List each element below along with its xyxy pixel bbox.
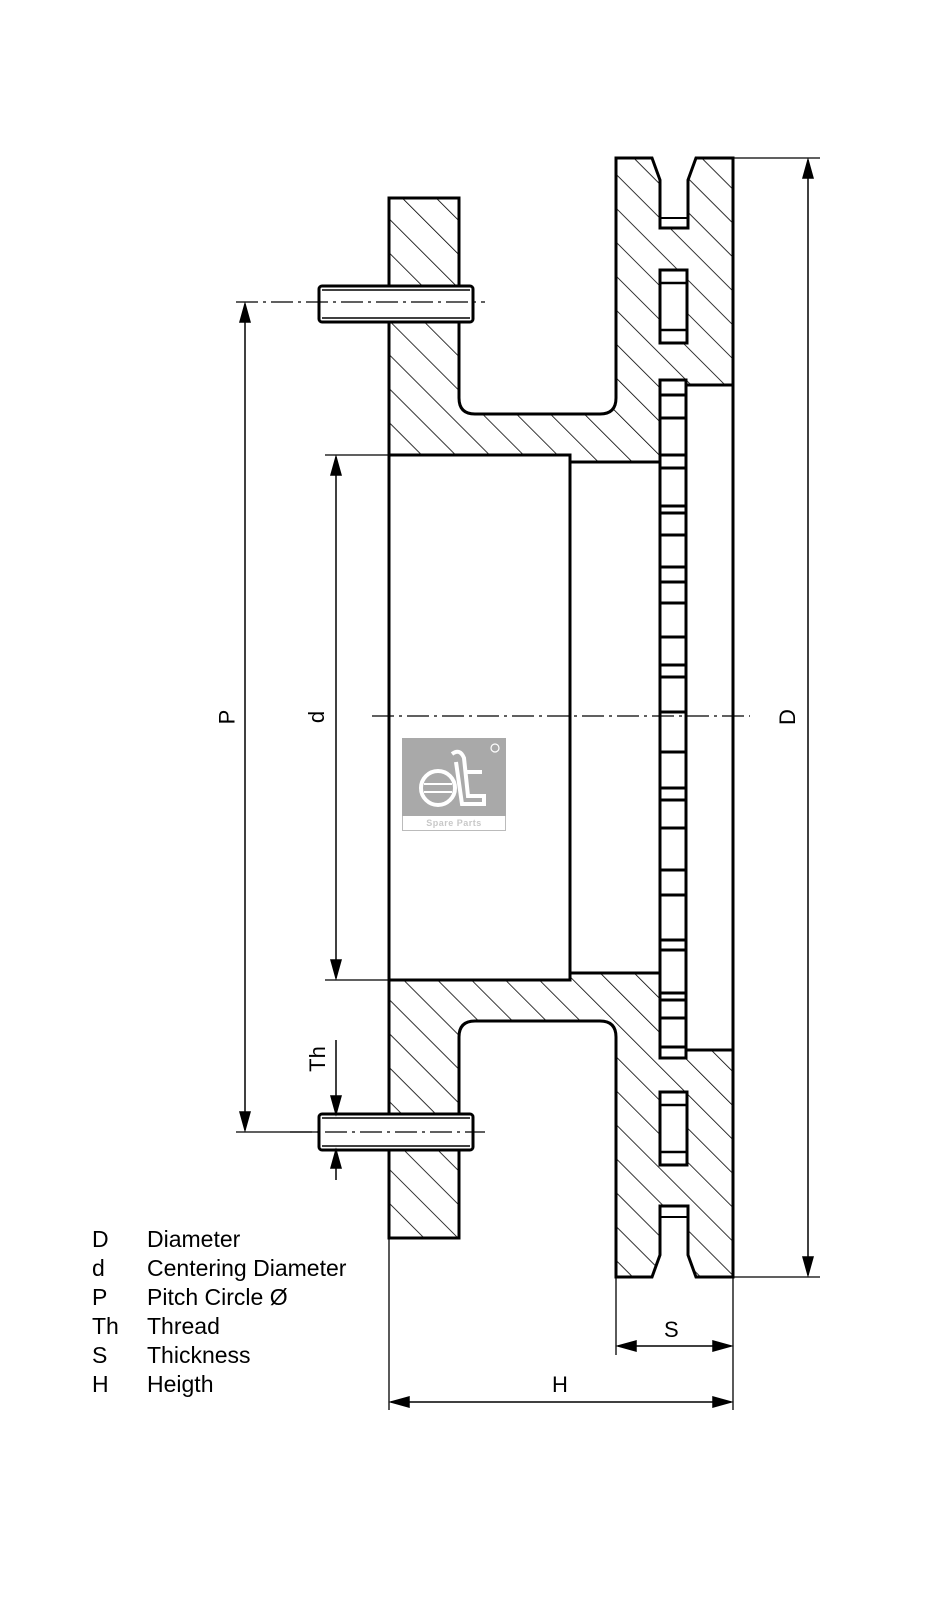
dim-label-S: S [664, 1317, 679, 1342]
legend-label: Thread [147, 1313, 220, 1339]
extension-lines [236, 157, 820, 1410]
legend: D Diameter d Centering Diameter P Pitch … [92, 1225, 346, 1399]
center-lines [236, 301, 750, 1133]
legend-key: D [92, 1226, 109, 1252]
dim-label-H: H [552, 1372, 568, 1397]
legend-key: d [92, 1255, 105, 1281]
legend-item: S Thickness [92, 1341, 346, 1370]
legend-item: H Heigth [92, 1370, 346, 1399]
dim-label-D: D [774, 709, 800, 725]
legend-item: Th Thread [92, 1312, 346, 1341]
legend-label: Centering Diameter [147, 1255, 347, 1281]
upper-section [387, 156, 735, 464]
legend-label: Diameter [147, 1226, 241, 1252]
legend-label: Thickness [147, 1342, 251, 1368]
dimension-lines [239, 157, 814, 1408]
legend-label: Pitch Circle Ø [147, 1284, 288, 1310]
upper-stud [317, 284, 475, 324]
dim-label-P: P [214, 709, 240, 725]
dim-label-d: d [304, 710, 330, 724]
dt-spare-parts-logo: Spare Parts [402, 738, 506, 831]
dim-label-Th: Th [304, 1046, 330, 1072]
legend-key: P [92, 1284, 108, 1310]
center-bore [387, 453, 572, 982]
legend-key: Th [92, 1313, 119, 1339]
legend-key: H [92, 1371, 109, 1397]
lower-section [387, 971, 735, 1279]
logo-mark [402, 738, 506, 816]
legend-item: d Centering Diameter [92, 1254, 346, 1283]
vent-ribs [658, 380, 735, 1058]
legend-item: D Diameter [92, 1225, 346, 1254]
dt-logo-icon [419, 743, 500, 807]
legend-label: Heigth [147, 1371, 214, 1397]
legend-key: S [92, 1342, 108, 1368]
logo-caption: Spare Parts [402, 816, 506, 831]
legend-item: P Pitch Circle Ø [92, 1283, 346, 1312]
